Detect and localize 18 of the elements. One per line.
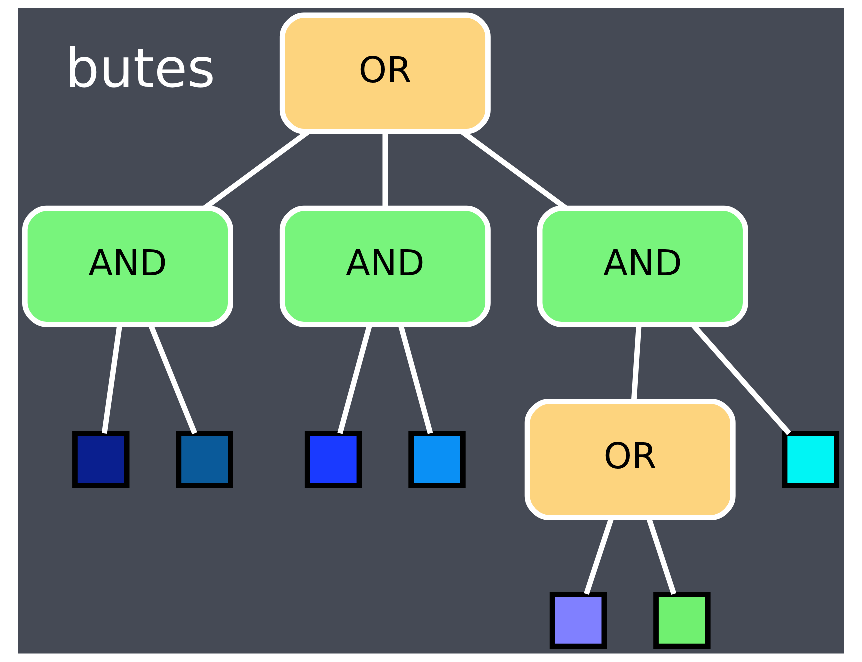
connector xyxy=(338,324,373,434)
connector xyxy=(102,324,123,434)
node-box xyxy=(176,431,234,488)
node-box: OR xyxy=(280,12,491,134)
node-box: AND xyxy=(537,206,748,328)
node-box xyxy=(408,431,466,488)
connector xyxy=(631,324,642,402)
label: butes xyxy=(65,36,216,100)
node-box xyxy=(550,592,608,650)
node-box xyxy=(72,431,130,488)
connector xyxy=(398,324,434,434)
connector xyxy=(382,132,388,208)
node-box xyxy=(654,592,711,650)
node-box: AND xyxy=(280,206,491,328)
node-box xyxy=(304,431,362,488)
node-box xyxy=(782,431,840,488)
node-box: AND xyxy=(22,206,234,328)
node-box: OR xyxy=(524,398,736,521)
